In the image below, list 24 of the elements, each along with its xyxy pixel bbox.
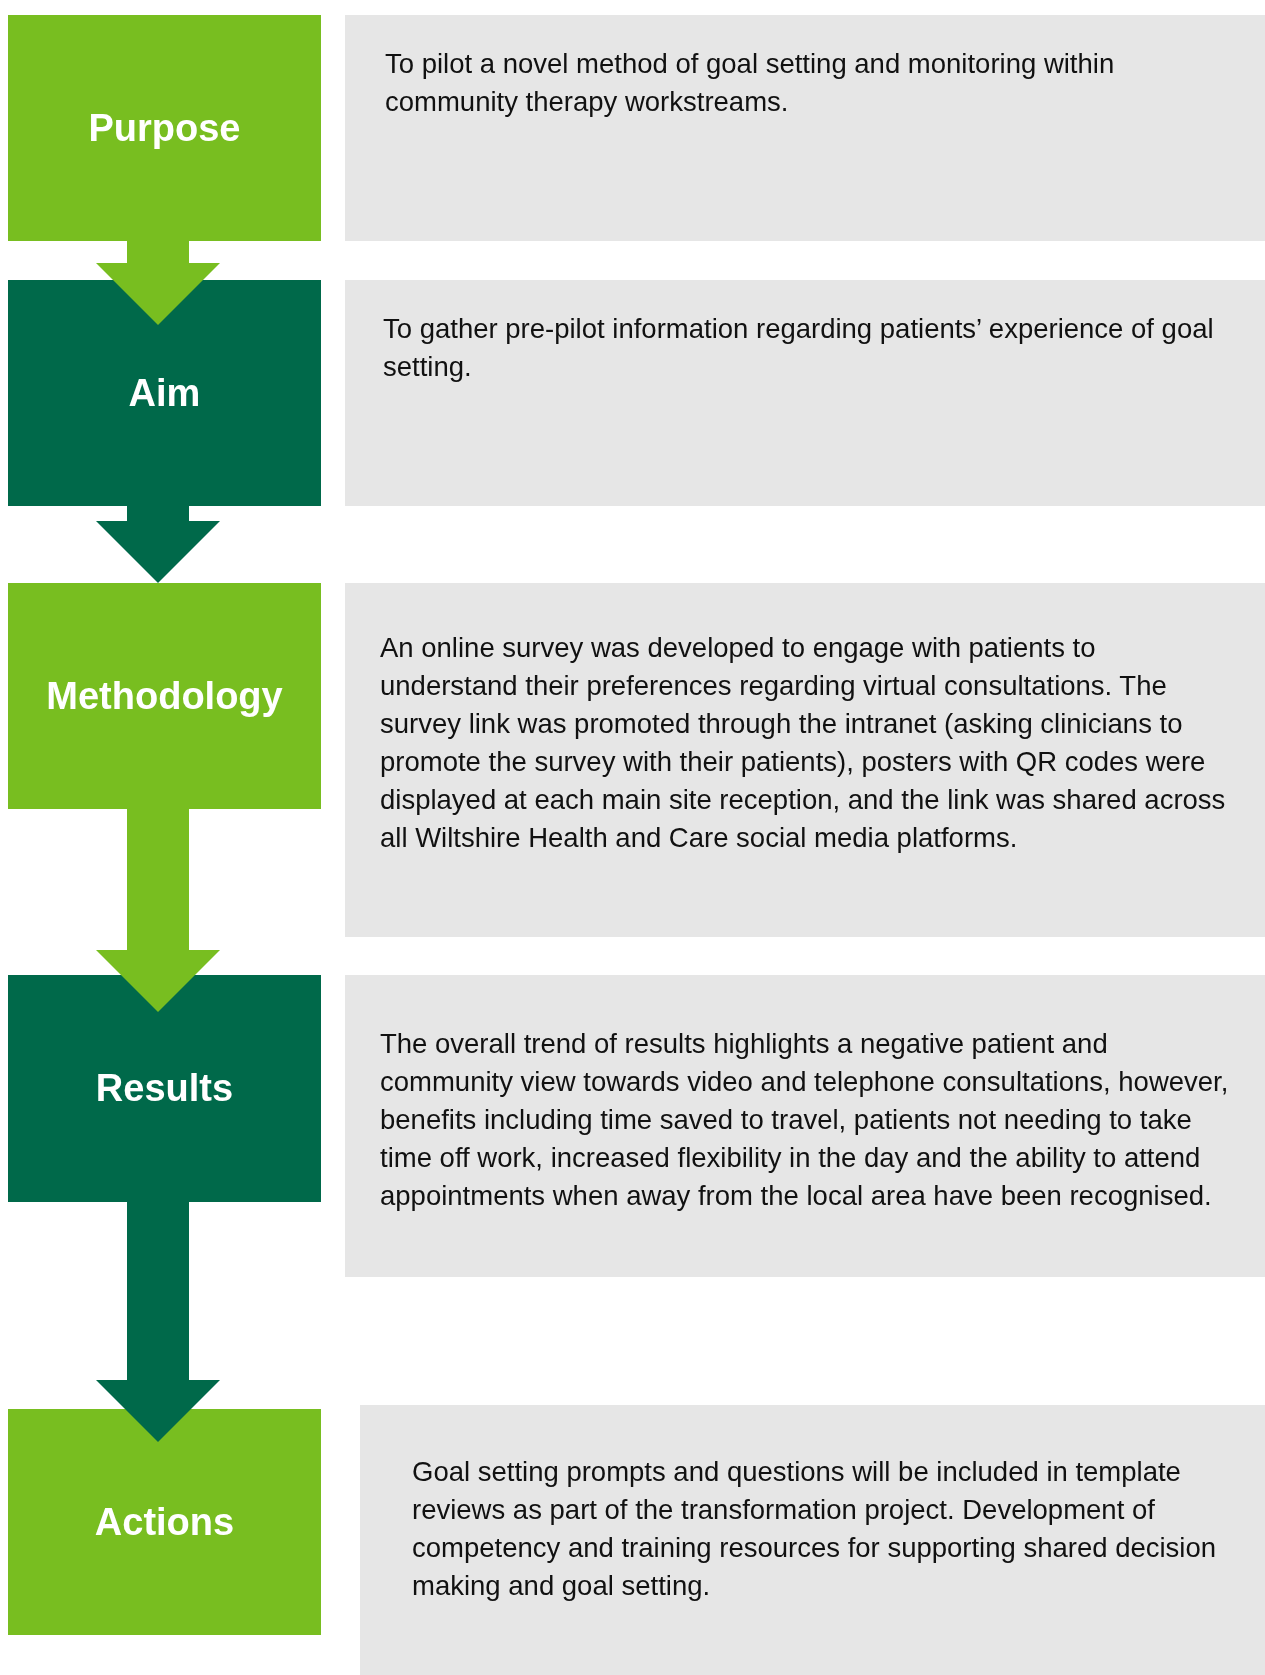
stage-heading: Methodology [46, 674, 283, 718]
flow-arrow [96, 241, 220, 325]
description-panel [345, 583, 1265, 937]
description-panel [345, 15, 1265, 241]
stage-box [8, 280, 321, 506]
stage-box [8, 583, 321, 809]
stage-box [8, 975, 321, 1202]
description-text: To gather pre-pilot information regarding patients’ experience of goal setting. [383, 312, 1215, 384]
flow-arrow [96, 506, 220, 583]
stage-heading: Aim [128, 371, 201, 415]
stage-heading: Results [95, 1067, 234, 1110]
description-text: The overall trend of results highlights a negative patient and community view towards video and telephone consultations, however, benefits including time saved to travel, patients not needing to take time off work, increased flexibility in the day and the ability to attend appointments when away from the local area have been recognised. [380, 1027, 1230, 1213]
description-panel [345, 975, 1265, 1277]
description-text: To pilot a novel method of goal setting and monitoring within community therapy workstreams. [385, 47, 1116, 119]
stage-box [8, 1409, 321, 1635]
stage-box [8, 15, 321, 241]
description-text: An online survey was developed to engage with patients to understand their preferences regarding virtual consultations. The survey link was promoted through the intranet (asking clinicians to promote the survey with their patients), posters with QR codes were displayed at each main site reception, and the link was shared across all Wiltshire Health and Care social media platforms. [380, 631, 1227, 855]
description-text: Goal setting prompts and questions will be included in template reviews as part of the transformation project. Development of competency and training resources for supporting shared decision making and goal setting. [412, 1455, 1218, 1603]
flow-arrow [96, 1202, 220, 1442]
stage-heading: Actions [94, 1500, 235, 1544]
description-panel [360, 1405, 1265, 1675]
description-panel [345, 280, 1265, 506]
stage-heading: Purpose [88, 106, 241, 150]
flow-arrow [96, 809, 220, 1012]
